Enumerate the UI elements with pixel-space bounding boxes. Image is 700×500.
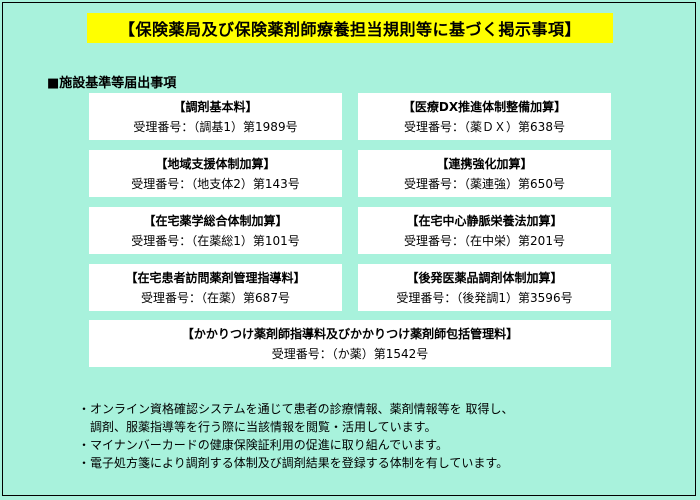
card-family-pharmacist: 【かかりつけ薬剤師指導料及びかかりつけ薬剤師包括管理料】 受理番号：（か薬）第1… xyxy=(89,320,611,367)
notes-list: ・オンライン資格確認システムを通じて患者の診療情報、薬剤情報等を 取得し、 調剤… xyxy=(78,400,513,472)
card-medical-dx: 【医療DX推進体制整備加算】 受理番号：（薬ＤＸ）第638号 xyxy=(358,93,611,140)
card-number: 受理番号：（薬ＤＸ）第638号 xyxy=(404,119,565,134)
card-number: 受理番号：（在薬）第687号 xyxy=(141,290,290,305)
card-number: 受理番号：（後発調1）第3596号 xyxy=(396,290,573,305)
card-title: 【調剤基本料】 xyxy=(173,99,258,114)
note-item: ・電子処方箋により調剤する体制及び調剤結果を登録する体制を有しています。 xyxy=(78,456,509,470)
card-number: 受理番号：（地支体2）第143号 xyxy=(131,176,300,191)
card-title: 【地域支援体制加算】 xyxy=(155,156,276,171)
card-title: 【在宅薬学総合体制加算】 xyxy=(143,213,288,228)
card-title: 【連携強化加算】 xyxy=(436,156,533,171)
note-item: 調剤、服薬指導等を行う際に当該情報を閲覧・活用しています。 xyxy=(78,420,437,434)
card-home-pharmacy-system: 【在宅薬学総合体制加算】 受理番号：（在薬総1）第101号 xyxy=(89,207,342,254)
card-number: 受理番号：（調基1）第1989号 xyxy=(133,119,298,134)
card-home-visit-guidance: 【在宅患者訪問薬剤管理指導料】 受理番号：（在薬）第687号 xyxy=(89,264,342,311)
card-generic-drug: 【後発医薬品調剤体制加算】 受理番号：（後発調1）第3596号 xyxy=(358,264,611,311)
card-number: 受理番号：（薬連強）第650号 xyxy=(404,176,565,191)
card-title: 【在宅中心静脈栄養法加算】 xyxy=(406,213,563,228)
note-item: ・オンライン資格確認システムを通じて患者の診療情報、薬剤情報等を 取得し、 xyxy=(78,402,514,416)
page-title: 【保険薬局及び保険薬剤師療養担当規則等に基づく掲示事項】 xyxy=(87,13,613,43)
card-cooperation: 【連携強化加算】 受理番号：（薬連強）第650号 xyxy=(358,150,611,197)
card-title: 【かかりつけ薬剤師指導料及びかかりつけ薬剤師包括管理料】 xyxy=(181,326,519,341)
card-title: 【在宅患者訪問薬剤管理指導料】 xyxy=(125,270,306,285)
note-item: ・マイナンバーカードの健康保険証利用の促進に取り組んでいます。 xyxy=(78,438,448,452)
card-number: 受理番号：（か薬）第1542号 xyxy=(271,346,429,361)
card-number: 受理番号：（在中栄）第201号 xyxy=(404,233,565,248)
card-regional-support: 【地域支援体制加算】 受理番号：（地支体2）第143号 xyxy=(89,150,342,197)
card-home-iv-nutrition: 【在宅中心静脈栄養法加算】 受理番号：（在中栄）第201号 xyxy=(358,207,611,254)
page-frame xyxy=(2,2,696,496)
card-dispensing-basic-fee: 【調剤基本料】 受理番号：（調基1）第1989号 xyxy=(89,93,342,140)
card-title: 【医療DX推進体制整備加算】 xyxy=(402,99,567,114)
card-title: 【後発医薬品調剤体制加算】 xyxy=(406,270,563,285)
card-number: 受理番号：（在薬総1）第101号 xyxy=(131,233,300,248)
section-heading: ■施設基準等届出事項 xyxy=(47,76,177,91)
